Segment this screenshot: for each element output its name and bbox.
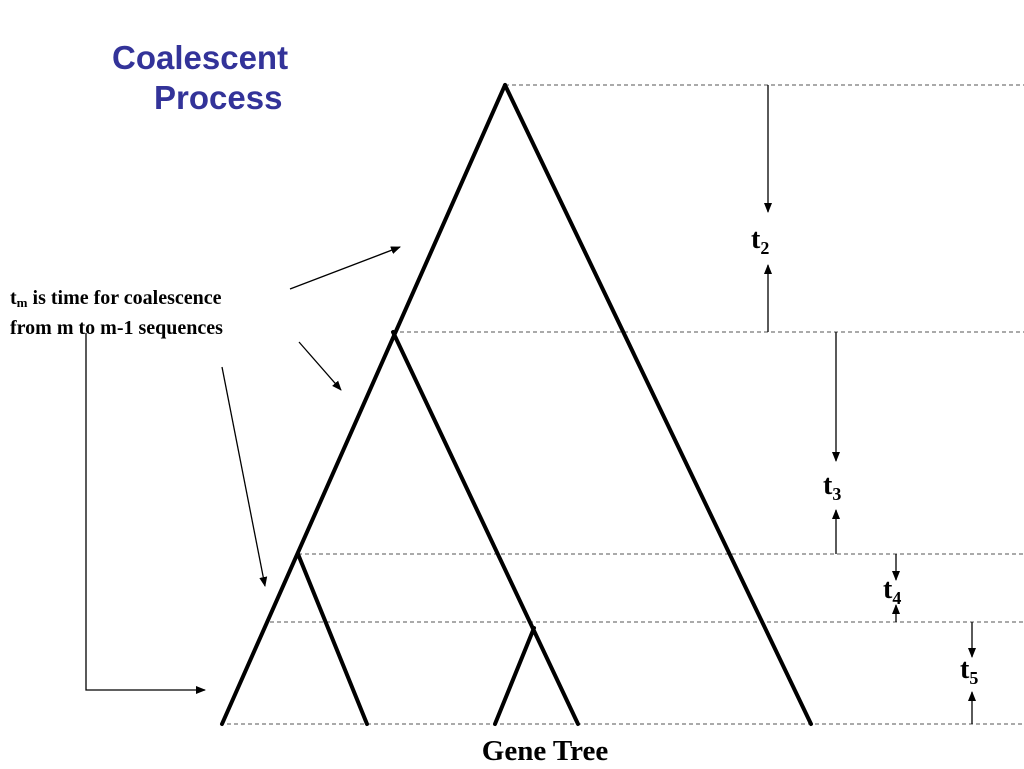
slide-title: Coalescent Process: [112, 38, 342, 118]
annotation-m-subscript: m: [16, 295, 28, 310]
time-label-t2-base: t: [751, 224, 761, 255]
time-label-t3: t3: [823, 470, 842, 504]
annotation-line-1: tm is time for coalescence: [10, 283, 295, 313]
time-label-t4-subscript: 4: [892, 588, 902, 608]
pointer-arrow-t4: [221, 366, 268, 587]
annotation-text: tm is time for coalescence from m to m-1…: [10, 283, 295, 343]
time-label-t3-subscript: 3: [832, 484, 842, 504]
time-label-t4-base: t: [883, 574, 893, 605]
tree-branch-root-right: [503, 83, 813, 726]
annotation-line-2: from m to m-1 sequences: [10, 317, 223, 339]
gene-tree-caption: Gene Tree: [481, 735, 609, 767]
tree-branch-node2-right: [391, 330, 580, 726]
annotation-t: t: [10, 287, 17, 309]
pointer-arrow-t2: [289, 246, 401, 290]
slide-title-line-2: Process: [154, 79, 283, 116]
tree-branch-node4-left: [493, 626, 536, 726]
time-label-t2-subscript: 2: [760, 238, 770, 258]
time-label-t4: t4: [883, 574, 902, 608]
time-label-t2: t2: [751, 224, 770, 258]
annotation-line-1-rest: is time for coalescence: [27, 287, 222, 309]
tree-branch-root-left: [220, 83, 507, 726]
annotation-pointers: [85, 246, 401, 694]
tree-branch-node3-right: [296, 552, 369, 726]
slide-title-line-1: Coalescent: [112, 39, 289, 76]
time-label-t3-base: t: [823, 470, 833, 501]
time-label-t5-base: t: [960, 654, 970, 685]
gene-tree: [220, 83, 813, 726]
pointer-arrow-t5: [85, 333, 206, 694]
time-interval-arrows: [764, 85, 976, 724]
time-label-t5: t5: [960, 654, 979, 688]
pointer-arrow-t3: [298, 341, 342, 391]
time-label-t5-subscript: 5: [969, 668, 979, 688]
